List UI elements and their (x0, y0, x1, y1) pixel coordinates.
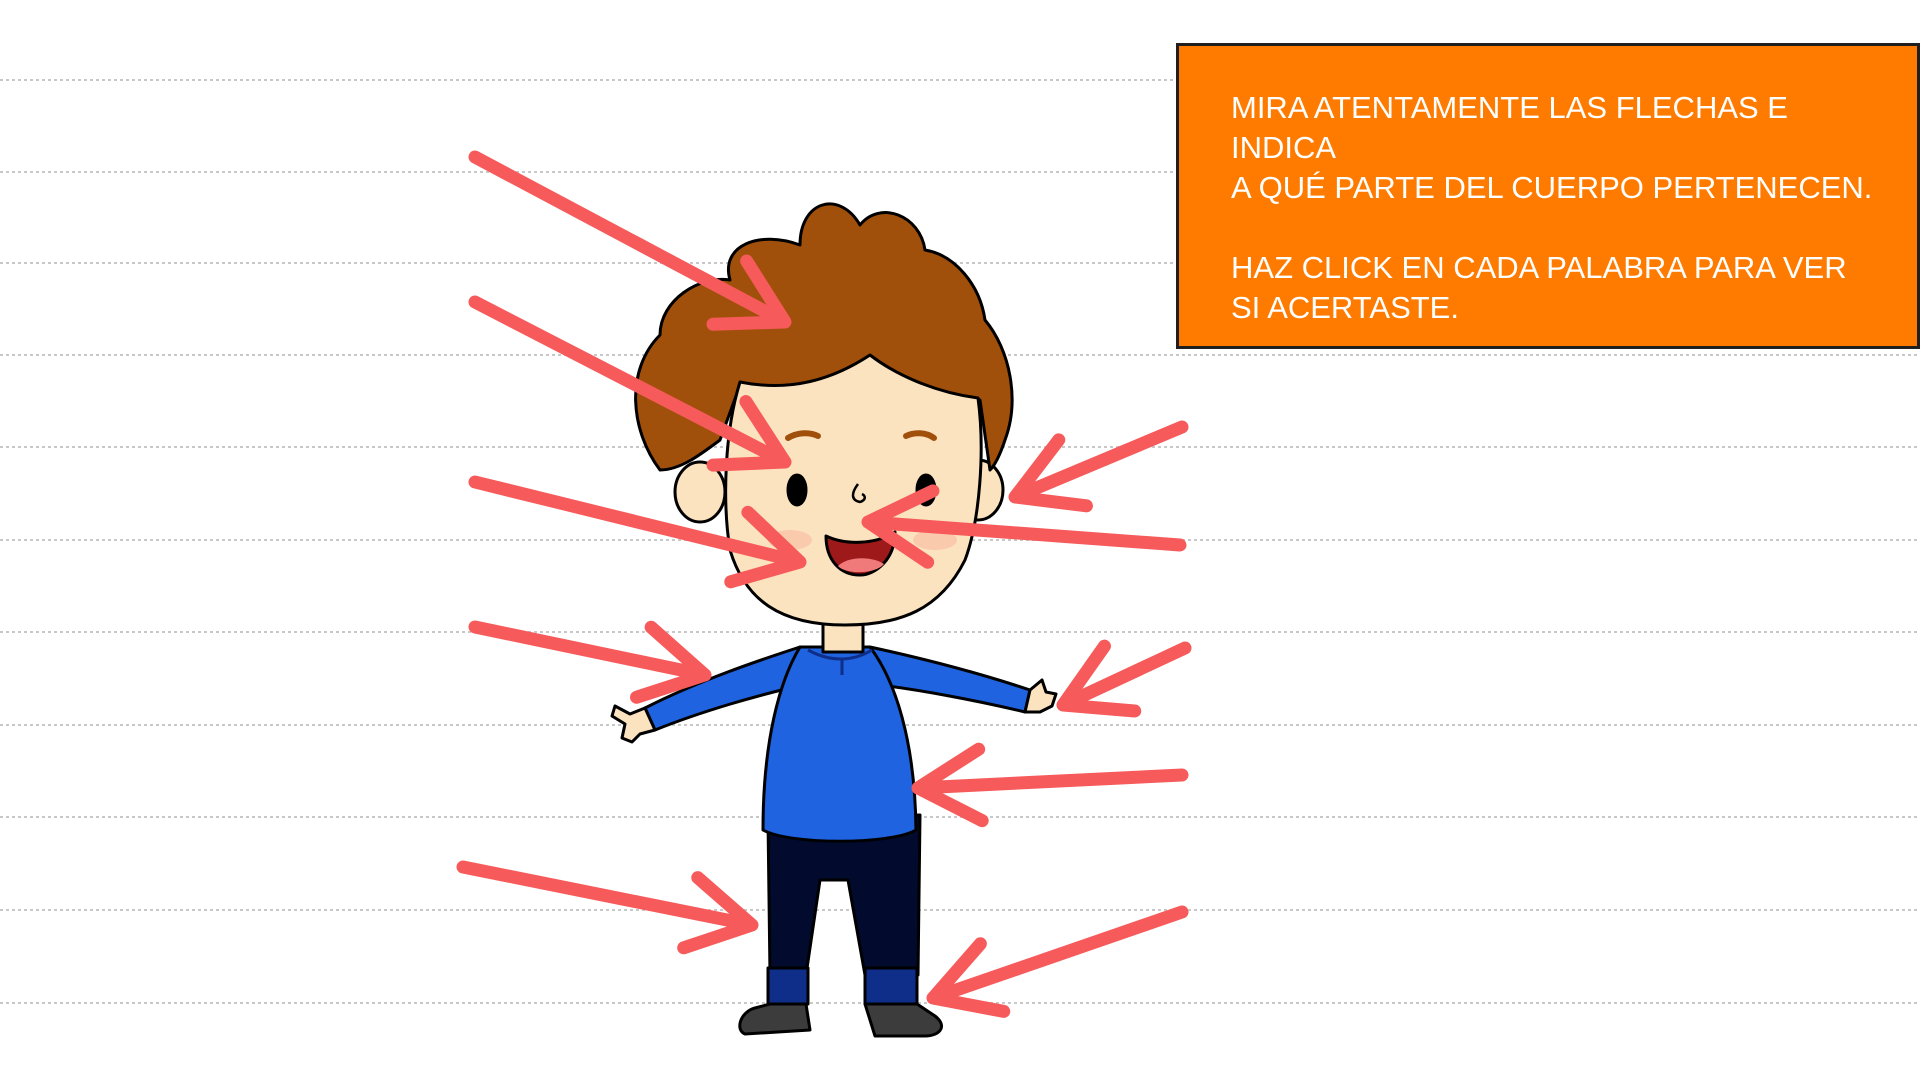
arrow-nose[interactable] (861, 484, 1187, 569)
right-eyebrow (903, 430, 937, 441)
nose (851, 483, 866, 504)
right-cheek (913, 530, 957, 550)
shirt (761, 645, 918, 843)
instructions-line-1: MIRA ATENTAMENTE LAS FLECHAS E INDICA A … (1231, 90, 1873, 205)
left-shoe (738, 1002, 812, 1036)
right-cuff (863, 966, 919, 1006)
arrow-foot[interactable] (926, 905, 1189, 1018)
arrow-ear[interactable] (1008, 420, 1189, 513)
instructions-panel: MIRA ATENTAMENTE LAS FLECHAS E INDICA A … (1176, 43, 1920, 349)
right-hand (1023, 678, 1058, 714)
arrow-hair[interactable] (468, 150, 792, 331)
right-shoe (863, 1002, 943, 1038)
arrow-hand[interactable] (1056, 639, 1192, 718)
left-eyebrow (785, 430, 821, 441)
left-cuff (766, 966, 810, 1006)
arrow-mouth[interactable] (468, 475, 807, 589)
arrow-leg[interactable] (456, 860, 759, 955)
arrows-layer (456, 150, 1192, 1018)
arrow-belly[interactable] (911, 742, 1189, 828)
instructions-line-2: HAZ CLICK EN CADA PALABRA PARA VER SI AC… (1231, 250, 1847, 325)
left-eye (786, 473, 808, 507)
tongue (838, 558, 884, 573)
left-hand (610, 704, 657, 744)
collar (807, 648, 873, 675)
arrow-arm[interactable] (468, 620, 712, 704)
arrow-forehead[interactable] (468, 295, 792, 472)
